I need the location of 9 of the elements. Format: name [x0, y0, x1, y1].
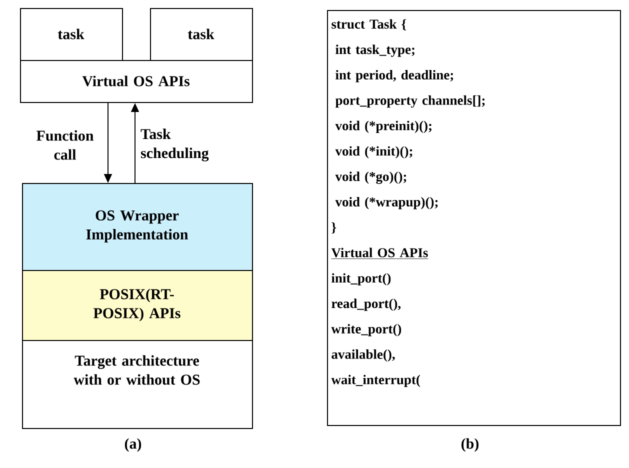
layer-box: Virtual OS APIs	[20, 60, 253, 103]
layer-box: Target architecture with or without OS	[22, 340, 253, 429]
layer-box: POSIX(RT-POSIX) APIs	[22, 270, 253, 341]
layer-box: OS Wrapper Implementation	[22, 183, 253, 271]
task-box: task	[150, 8, 253, 61]
code-box: struct Task { int task_type; int period, deadline; port_property channels[]; void (*preinit)(); void (*init)(); void (*go)(); void (*wrapup)(); } Virtual OS APIs init_port() read_port(), write_port() available(), wait_interrupt(	[327, 10, 621, 426]
edge-label: Task scheduling	[140, 128, 216, 162]
edge-label: Function call	[26, 129, 104, 161]
task-box: task	[20, 8, 123, 61]
